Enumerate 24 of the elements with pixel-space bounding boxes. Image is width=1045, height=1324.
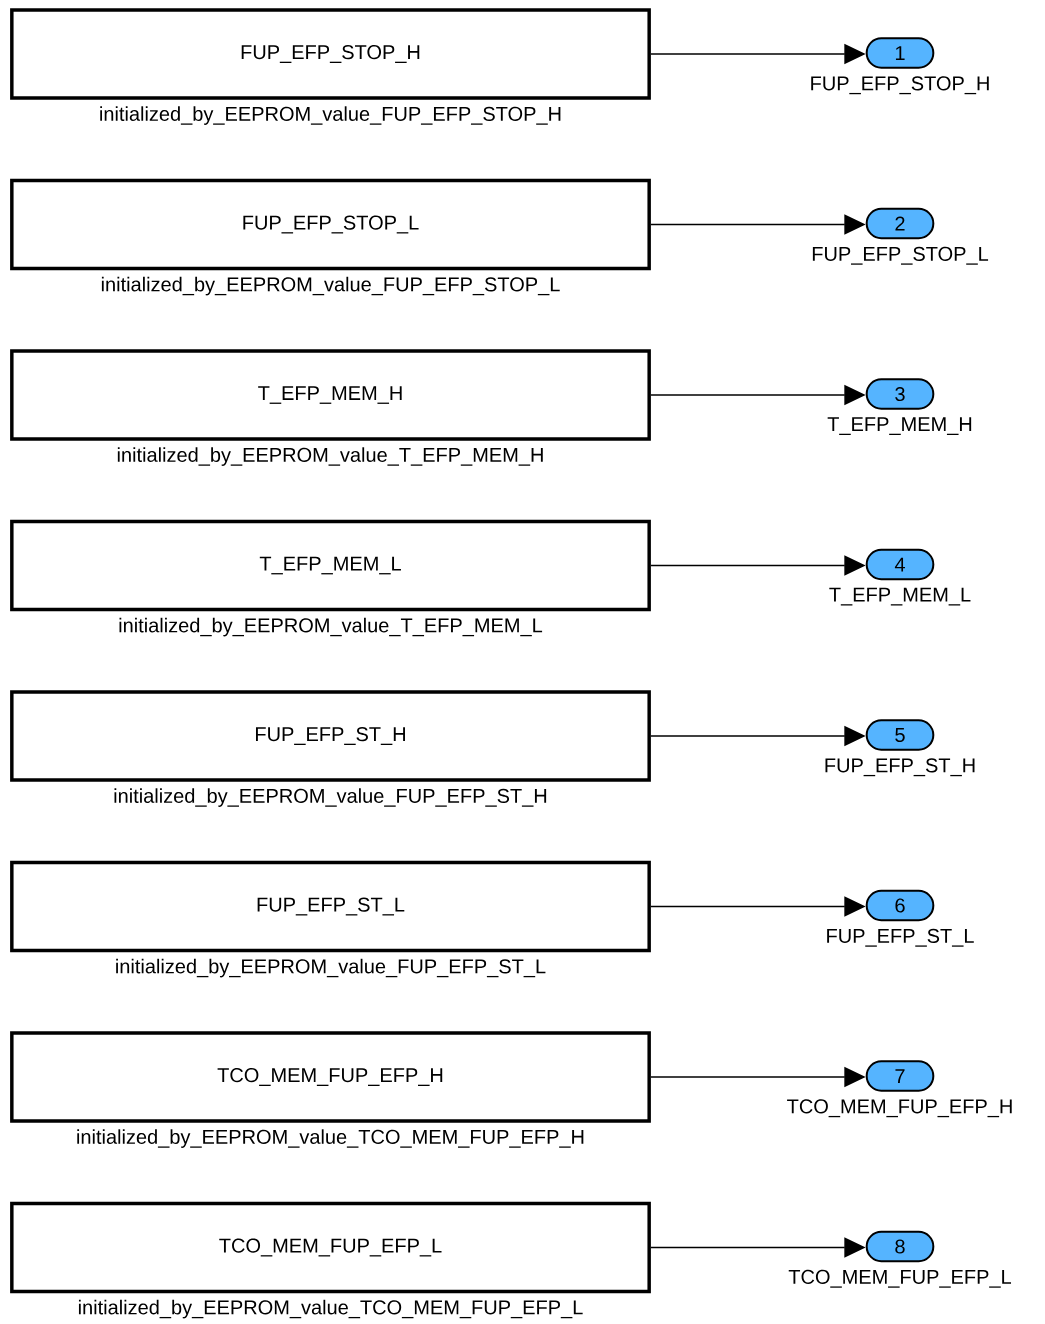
block-box: FUP_EFP_ST_H	[10, 690, 651, 782]
block-box: TCO_MEM_FUP_EFP_L	[10, 1201, 651, 1294]
port-name: FUP_EFP_ST_H	[825, 758, 975, 777]
block-caption: initialized_by_EEPROM_value_FUP_EFP_STOP_H	[100, 106, 561, 125]
block-caption: initialized_by_EEPROM_value_FUP_EFP_STOP_L	[101, 276, 560, 296]
block-caption: initialized_by_EEPROM_value_FUP_EFP_ST_H	[114, 788, 547, 807]
block-box: FUP_EFP_STOP_L	[10, 178, 651, 271]
port-name: FUP_EFP_STOP_H	[811, 76, 989, 95]
port-name: T_EFP_MEM_L	[829, 587, 971, 606]
block-caption: initialized_by_EEPROM_value_T_EFP_MEM_H	[117, 447, 543, 466]
block-box: TCO_MEM_FUP_EFP_H	[10, 1031, 651, 1123]
block-caption: initialized_by_EEPROM_value_TCO_MEM_FUP_EFP_H	[77, 1129, 584, 1148]
block-box: FUP_EFP_ST_L	[10, 860, 651, 953]
block-box: T_EFP_MEM_H	[10, 349, 651, 441]
port-name: TCO_MEM_FUP_EFP_H	[787, 1099, 1012, 1118]
block-box: FUP_EFP_STOP_H	[10, 8, 651, 100]
port-name: FUP_EFP_STOP_L	[812, 246, 989, 265]
block-caption: initialized_by_EEPROM_value_TCO_MEM_FUP_EFP_L	[78, 1299, 583, 1319]
block-box: T_EFP_MEM_L	[10, 519, 651, 612]
port-name: TCO_MEM_FUP_EFP_L	[788, 1269, 1011, 1288]
port-name: T_EFP_MEM_H	[827, 417, 972, 435]
port-name: FUP_EFP_ST_L	[827, 928, 974, 947]
block-caption: initialized_by_EEPROM_value_T_EFP_MEM_L	[119, 617, 543, 637]
block-caption: initialized_by_EEPROM_value_FUP_EFP_ST_L	[116, 958, 546, 978]
